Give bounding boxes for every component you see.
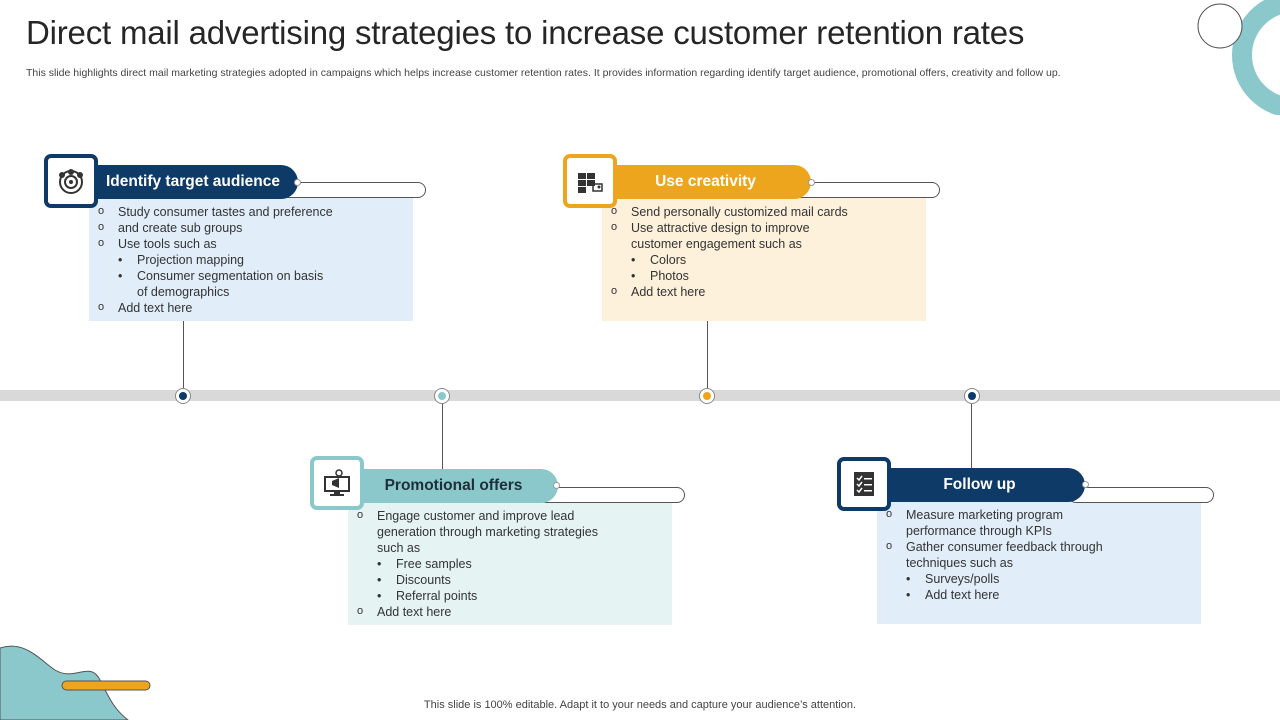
icon-frame	[837, 457, 891, 511]
list-item: Add text here	[348, 603, 672, 620]
list-item: Discounts	[348, 572, 672, 588]
heading-pill-decoration	[538, 487, 685, 503]
list-item: of demographics	[137, 285, 230, 299]
list-item: Add text here	[877, 587, 1201, 603]
heading-pill-decoration	[280, 182, 426, 198]
decorative-corner-circles	[1197, 0, 1280, 115]
connector-line	[971, 404, 972, 470]
list-item: generation through marketing strategies	[377, 525, 598, 539]
heading-pill-decoration	[794, 182, 940, 198]
card-heading: Use creativity	[590, 165, 811, 199]
heading-connector-dot	[1082, 481, 1089, 488]
list-item: Referral points	[348, 588, 672, 604]
monitor-megaphone-icon	[324, 469, 350, 496]
list-item: Colors	[602, 252, 926, 268]
list-item: Projection mapping	[89, 252, 413, 268]
checklist-icon	[854, 472, 874, 496]
timeline-node	[434, 388, 450, 404]
target-audience-icon	[59, 169, 83, 194]
card-heading: Identify target audience	[70, 165, 298, 199]
list-item: Engage customer and improve lead	[348, 507, 672, 524]
timeline-bar	[0, 390, 1280, 401]
page-subtitle: This slide highlights direct mail market…	[26, 67, 1061, 79]
list-item: customer engagement such as	[631, 237, 802, 251]
bullet-list: Engage customer and improve lead generat…	[348, 507, 672, 620]
icon-frame	[563, 154, 617, 208]
card-body: Study consumer tastes and preference and…	[89, 195, 413, 321]
card-heading: Follow up	[864, 468, 1085, 502]
list-item: Use tools such as	[89, 235, 413, 252]
heading-connector-dot	[808, 179, 815, 186]
connector-line	[442, 404, 443, 470]
puzzle-blocks-icon	[578, 173, 603, 193]
connector-line	[183, 321, 184, 389]
decorative-corner-blob	[0, 645, 151, 720]
list-item: Consumer segmentation on basis	[89, 268, 413, 284]
timeline-node	[964, 388, 980, 404]
card-body: Engage customer and improve lead generat…	[348, 500, 672, 625]
bullet-list: Measure marketing program performance th…	[877, 506, 1201, 603]
card-heading: Promotional offers	[337, 469, 558, 503]
list-item: Study consumer tastes and preference	[89, 203, 413, 220]
list-item: Send personally customized mail cards	[602, 203, 926, 220]
list-item: Measure marketing program	[877, 506, 1201, 523]
icon-frame	[44, 154, 98, 208]
bullet-list: Send personally customized mail cards Us…	[602, 203, 926, 300]
list-item: Gather consumer feedback through	[877, 538, 1201, 555]
list-item: Free samples	[348, 556, 672, 572]
bullet-list: Study consumer tastes and preference and…	[89, 203, 413, 316]
card-body: Send personally customized mail cards Us…	[602, 195, 926, 321]
list-item: and create sub groups	[89, 219, 413, 236]
footer-note: This slide is 100% editable. Adapt it to…	[423, 699, 857, 711]
list-item: performance through KPIs	[906, 524, 1052, 538]
heading-connector-dot	[553, 482, 560, 489]
icon-frame	[310, 456, 364, 510]
list-item: Surveys/polls	[877, 571, 1201, 587]
page-title: Direct mail advertising strategies to in…	[26, 14, 1025, 51]
list-item: such as	[377, 541, 421, 555]
list-item: Add text here	[89, 299, 413, 316]
connector-line	[707, 321, 708, 389]
list-item: Use attractive design to improve	[602, 219, 926, 236]
card-body: Measure marketing program performance th…	[877, 500, 1201, 624]
heading-pill-decoration	[1068, 487, 1214, 503]
timeline-node	[699, 388, 715, 404]
list-item: Photos	[602, 268, 926, 284]
list-item: Add text here	[602, 283, 926, 300]
list-item: techniques such as	[906, 556, 1014, 570]
heading-connector-dot	[294, 179, 301, 186]
timeline-node	[175, 388, 191, 404]
